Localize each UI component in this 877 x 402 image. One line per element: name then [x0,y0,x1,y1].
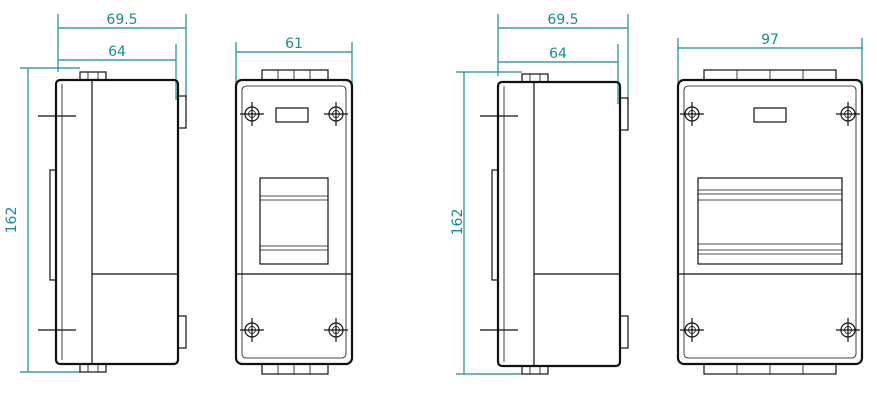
mounting-rail [49,169,57,281]
label-width: 61 [285,36,303,52]
small-side-body [38,71,187,373]
label-width: 97 [761,32,779,48]
bottom-gland [261,363,329,375]
label-height: 162 [450,209,466,236]
small-side-view: 69.5 64 162 [4,12,187,373]
large-side-body [480,73,629,375]
large-side-view: 69.5 64 162 [450,12,629,375]
large-side-dimensions: 69.5 64 162 [450,12,629,375]
label-window [275,107,309,123]
side-gland-bottom [619,315,629,349]
mounting-rail [491,169,499,281]
din-rail-window [259,177,329,265]
large-front-body [676,69,864,375]
din-rail-window [697,177,843,265]
label-body-depth: 64 [108,44,126,60]
fixing-screws [680,102,860,342]
bottom-gland [79,363,107,373]
label-overall-depth: 69.5 [547,12,578,28]
label-height: 162 [4,207,20,234]
label-body-depth: 64 [549,46,567,62]
small-front-dimensions: 61 [235,36,353,86]
large-front-dimensions: 97 [677,32,863,84]
enclosure-outline [496,80,622,368]
small-front-body [234,69,354,375]
top-gland [521,73,549,83]
label-overall-depth: 69.5 [106,12,137,28]
bottom-gland [521,365,549,375]
fixing-screws [240,102,348,342]
small-side-dimensions: 69.5 64 162 [4,12,187,373]
side-gland-top [177,95,187,129]
top-gland [79,71,107,81]
side-gland-top [619,97,629,131]
enclosure-outline [54,78,180,366]
small-front-view: 61 [234,36,354,375]
large-front-view: 97 [676,32,864,375]
label-window [753,107,787,123]
top-gland [261,69,329,81]
side-gland-bottom [177,315,187,349]
